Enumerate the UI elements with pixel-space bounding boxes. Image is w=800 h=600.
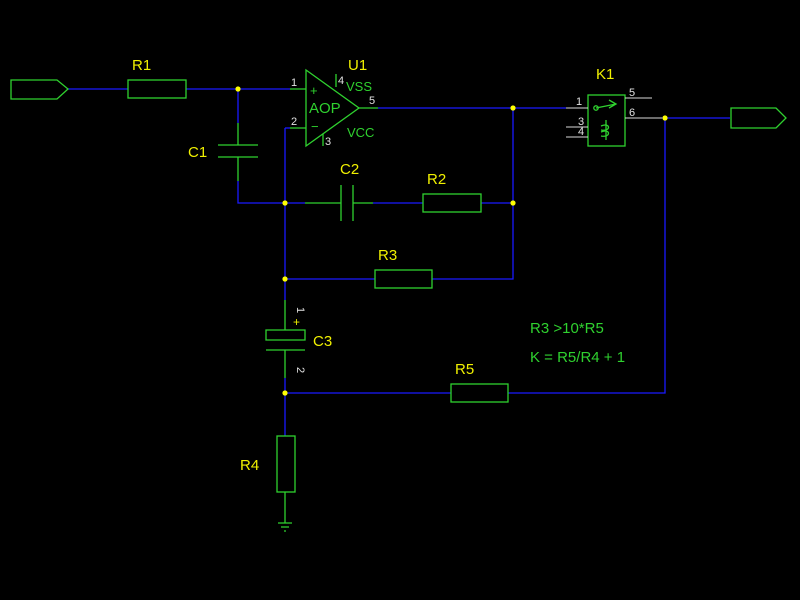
resistor-r1[interactable]: R1 <box>127 57 187 99</box>
r5-label: R5 <box>455 361 474 378</box>
c3-polarity-sign: + <box>293 315 300 329</box>
resistor-r4[interactable]: R4 <box>240 435 296 523</box>
junction-dot <box>282 200 288 206</box>
resistor-r3[interactable]: R3 <box>374 247 433 289</box>
c3-label: C3 <box>313 333 332 350</box>
junctions <box>235 86 668 396</box>
c3-pin2-label: 2 <box>294 367 306 373</box>
note-line-1: R3 >10*R5 <box>530 320 604 337</box>
junction-dot <box>510 105 516 111</box>
k1-pin5-label: 5 <box>629 87 635 99</box>
opamp-u1[interactable]: U1 + − AOP VSS VCC 1 2 5 4 3 <box>290 57 378 148</box>
note-line-2: K = R5/R4 + 1 <box>530 349 625 366</box>
r1-label: R1 <box>132 57 151 74</box>
c2-label: C2 <box>340 161 359 178</box>
u1-body-label: AOP <box>309 100 341 117</box>
u1-vcc-label: VCC <box>347 125 374 140</box>
u1-ref-label: U1 <box>348 57 367 74</box>
r2-label: R2 <box>427 171 446 188</box>
r4-label: R4 <box>240 457 259 474</box>
k1-pin4-label: 4 <box>578 126 584 138</box>
wires <box>68 88 730 436</box>
resistor-r5[interactable]: R5 <box>450 361 509 403</box>
c1-label: C1 <box>188 144 207 161</box>
capacitor-c2[interactable]: C2 <box>305 161 373 221</box>
u1-pin4-label: 4 <box>338 75 344 87</box>
junction-dot <box>282 390 288 396</box>
k1-pin6-label: 6 <box>629 107 635 119</box>
u1-pin2-label: 2 <box>291 116 297 128</box>
u1-pin1-label: 1 <box>291 77 297 89</box>
junction-dot <box>235 86 241 92</box>
capacitor-c3[interactable]: C3 + 1 2 <box>265 300 332 378</box>
u1-minus-sign: − <box>311 119 319 134</box>
k1-pin3-label: 3 <box>578 116 584 128</box>
ground-icon <box>278 522 292 532</box>
resistor-r2[interactable]: R2 <box>422 171 482 213</box>
junction-dot <box>282 276 288 282</box>
u1-vss-label: VSS <box>346 79 372 94</box>
u1-pin3-label: 3 <box>325 136 331 148</box>
u1-plus-sign: + <box>310 83 318 98</box>
output-port[interactable] <box>730 107 787 129</box>
k1-label: K1 <box>596 66 614 83</box>
u1-pin5-label: 5 <box>369 95 375 107</box>
r3-label: R3 <box>378 247 397 264</box>
switch-k1[interactable]: K1 1 3 4 5 6 <box>566 66 662 147</box>
k1-pin1-label: 1 <box>576 96 582 108</box>
junction-dot <box>510 200 516 206</box>
c3-pin1-label: 1 <box>294 307 306 313</box>
junction-dot <box>662 115 668 121</box>
capacitor-c1[interactable]: C1 <box>188 123 258 181</box>
input-port[interactable] <box>10 79 69 100</box>
